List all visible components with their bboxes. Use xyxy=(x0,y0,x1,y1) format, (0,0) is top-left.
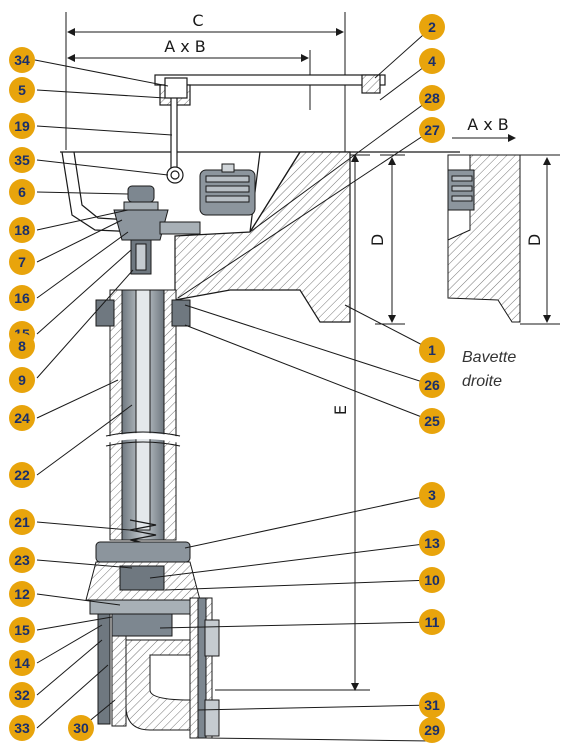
callout-24: 24 xyxy=(9,405,35,431)
callout-35: 35 xyxy=(9,147,35,173)
lower-valve-body xyxy=(85,541,201,727)
svg-text:8: 8 xyxy=(18,338,26,354)
svg-text:3: 3 xyxy=(428,487,436,503)
svg-text:30: 30 xyxy=(73,720,89,736)
callout-15: 15 xyxy=(9,617,35,643)
svg-text:19: 19 xyxy=(14,118,30,134)
svg-text:18: 18 xyxy=(14,222,30,238)
dimension-axb-right-label: A x B xyxy=(467,115,509,134)
dimension-c-label: C xyxy=(192,11,203,30)
svg-text:31: 31 xyxy=(424,697,440,713)
callout-2: 2 xyxy=(419,14,445,40)
svg-text:1: 1 xyxy=(428,342,436,358)
svg-text:25: 25 xyxy=(424,413,440,429)
svg-text:21: 21 xyxy=(14,514,30,530)
svg-text:5: 5 xyxy=(18,82,26,98)
callout-31: 32 xyxy=(9,682,35,708)
caption-line-2: droite xyxy=(462,373,503,390)
callout-14: 14 xyxy=(9,650,35,676)
dimension-e-label: E xyxy=(331,405,350,415)
dimension-axb-label: A x B xyxy=(164,37,206,56)
svg-text:7: 7 xyxy=(18,254,26,270)
callout-21: 21 xyxy=(9,509,35,535)
callout-12: 12 xyxy=(9,581,35,607)
callout-23: 23 xyxy=(9,547,35,573)
svg-text:13: 13 xyxy=(424,535,440,551)
callout-4: 4 xyxy=(419,48,445,74)
riser-pipe xyxy=(95,289,191,541)
callout-19: 18 xyxy=(9,217,35,243)
svg-text:23: 23 xyxy=(14,552,30,568)
callout-27: 27 xyxy=(419,117,445,143)
svg-text:2: 2 xyxy=(428,19,436,35)
svg-text:27: 27 xyxy=(424,122,440,138)
callout-32: 31 xyxy=(419,692,445,718)
svg-text:24: 24 xyxy=(14,410,30,426)
right-detail-caption: Bavette droite xyxy=(462,346,558,394)
callout-22: 22 xyxy=(9,462,35,488)
svg-text:14: 14 xyxy=(14,655,30,671)
callout-eight: 8 xyxy=(9,333,35,359)
svg-text:22: 22 xyxy=(14,467,30,483)
callout-26: 26 xyxy=(419,372,445,398)
callout-3: 3 xyxy=(419,482,445,508)
dimension-labels: C A x B A x B D D E xyxy=(164,11,544,415)
outlet-elbow xyxy=(125,597,220,739)
callout-29: 29 xyxy=(419,717,445,743)
callout-34: 34 xyxy=(9,47,35,73)
caption-line-1: Bavette xyxy=(462,349,517,366)
callout-11: 11 xyxy=(419,609,445,635)
callout-10: 10 xyxy=(419,567,445,593)
callout-5: 5 xyxy=(9,77,35,103)
callout-30: 30 xyxy=(68,715,94,741)
callout-18: 16 xyxy=(9,285,35,311)
callout-25: 25 xyxy=(419,408,445,434)
svg-text:9: 9 xyxy=(18,372,26,388)
svg-text:15: 15 xyxy=(14,622,30,638)
dimension-d-right-label: D xyxy=(525,234,544,246)
valve-box-body xyxy=(60,74,460,323)
svg-text:10: 10 xyxy=(424,572,440,588)
svg-text:11: 11 xyxy=(425,614,440,630)
right-flap-detail xyxy=(447,154,521,323)
callout-20: 19 xyxy=(9,113,35,139)
svg-text:12: 12 xyxy=(14,586,30,602)
svg-text:4: 4 xyxy=(428,53,436,69)
callout-7: 7 xyxy=(9,249,35,275)
leader-lines xyxy=(34,26,433,742)
dimension-d-label: D xyxy=(368,234,387,246)
callout-1: 1 xyxy=(419,337,445,363)
svg-text:34: 34 xyxy=(14,52,30,68)
callout-9: 9 xyxy=(9,367,35,393)
svg-text:16: 16 xyxy=(14,290,30,306)
svg-text:35: 35 xyxy=(14,152,30,168)
callout-33: 33 xyxy=(9,715,35,741)
dimension-lines xyxy=(65,12,560,691)
callout-28: 28 xyxy=(419,85,445,111)
svg-text:32: 32 xyxy=(14,687,30,703)
inlet-fitting xyxy=(199,163,256,216)
svg-text:29: 29 xyxy=(424,722,440,738)
callout-13: 13 xyxy=(419,530,445,556)
svg-text:33: 33 xyxy=(14,720,30,736)
svg-text:6: 6 xyxy=(18,184,26,200)
svg-text:26: 26 xyxy=(424,377,440,393)
svg-text:28: 28 xyxy=(424,90,440,106)
callout-6: 6 xyxy=(9,179,35,205)
